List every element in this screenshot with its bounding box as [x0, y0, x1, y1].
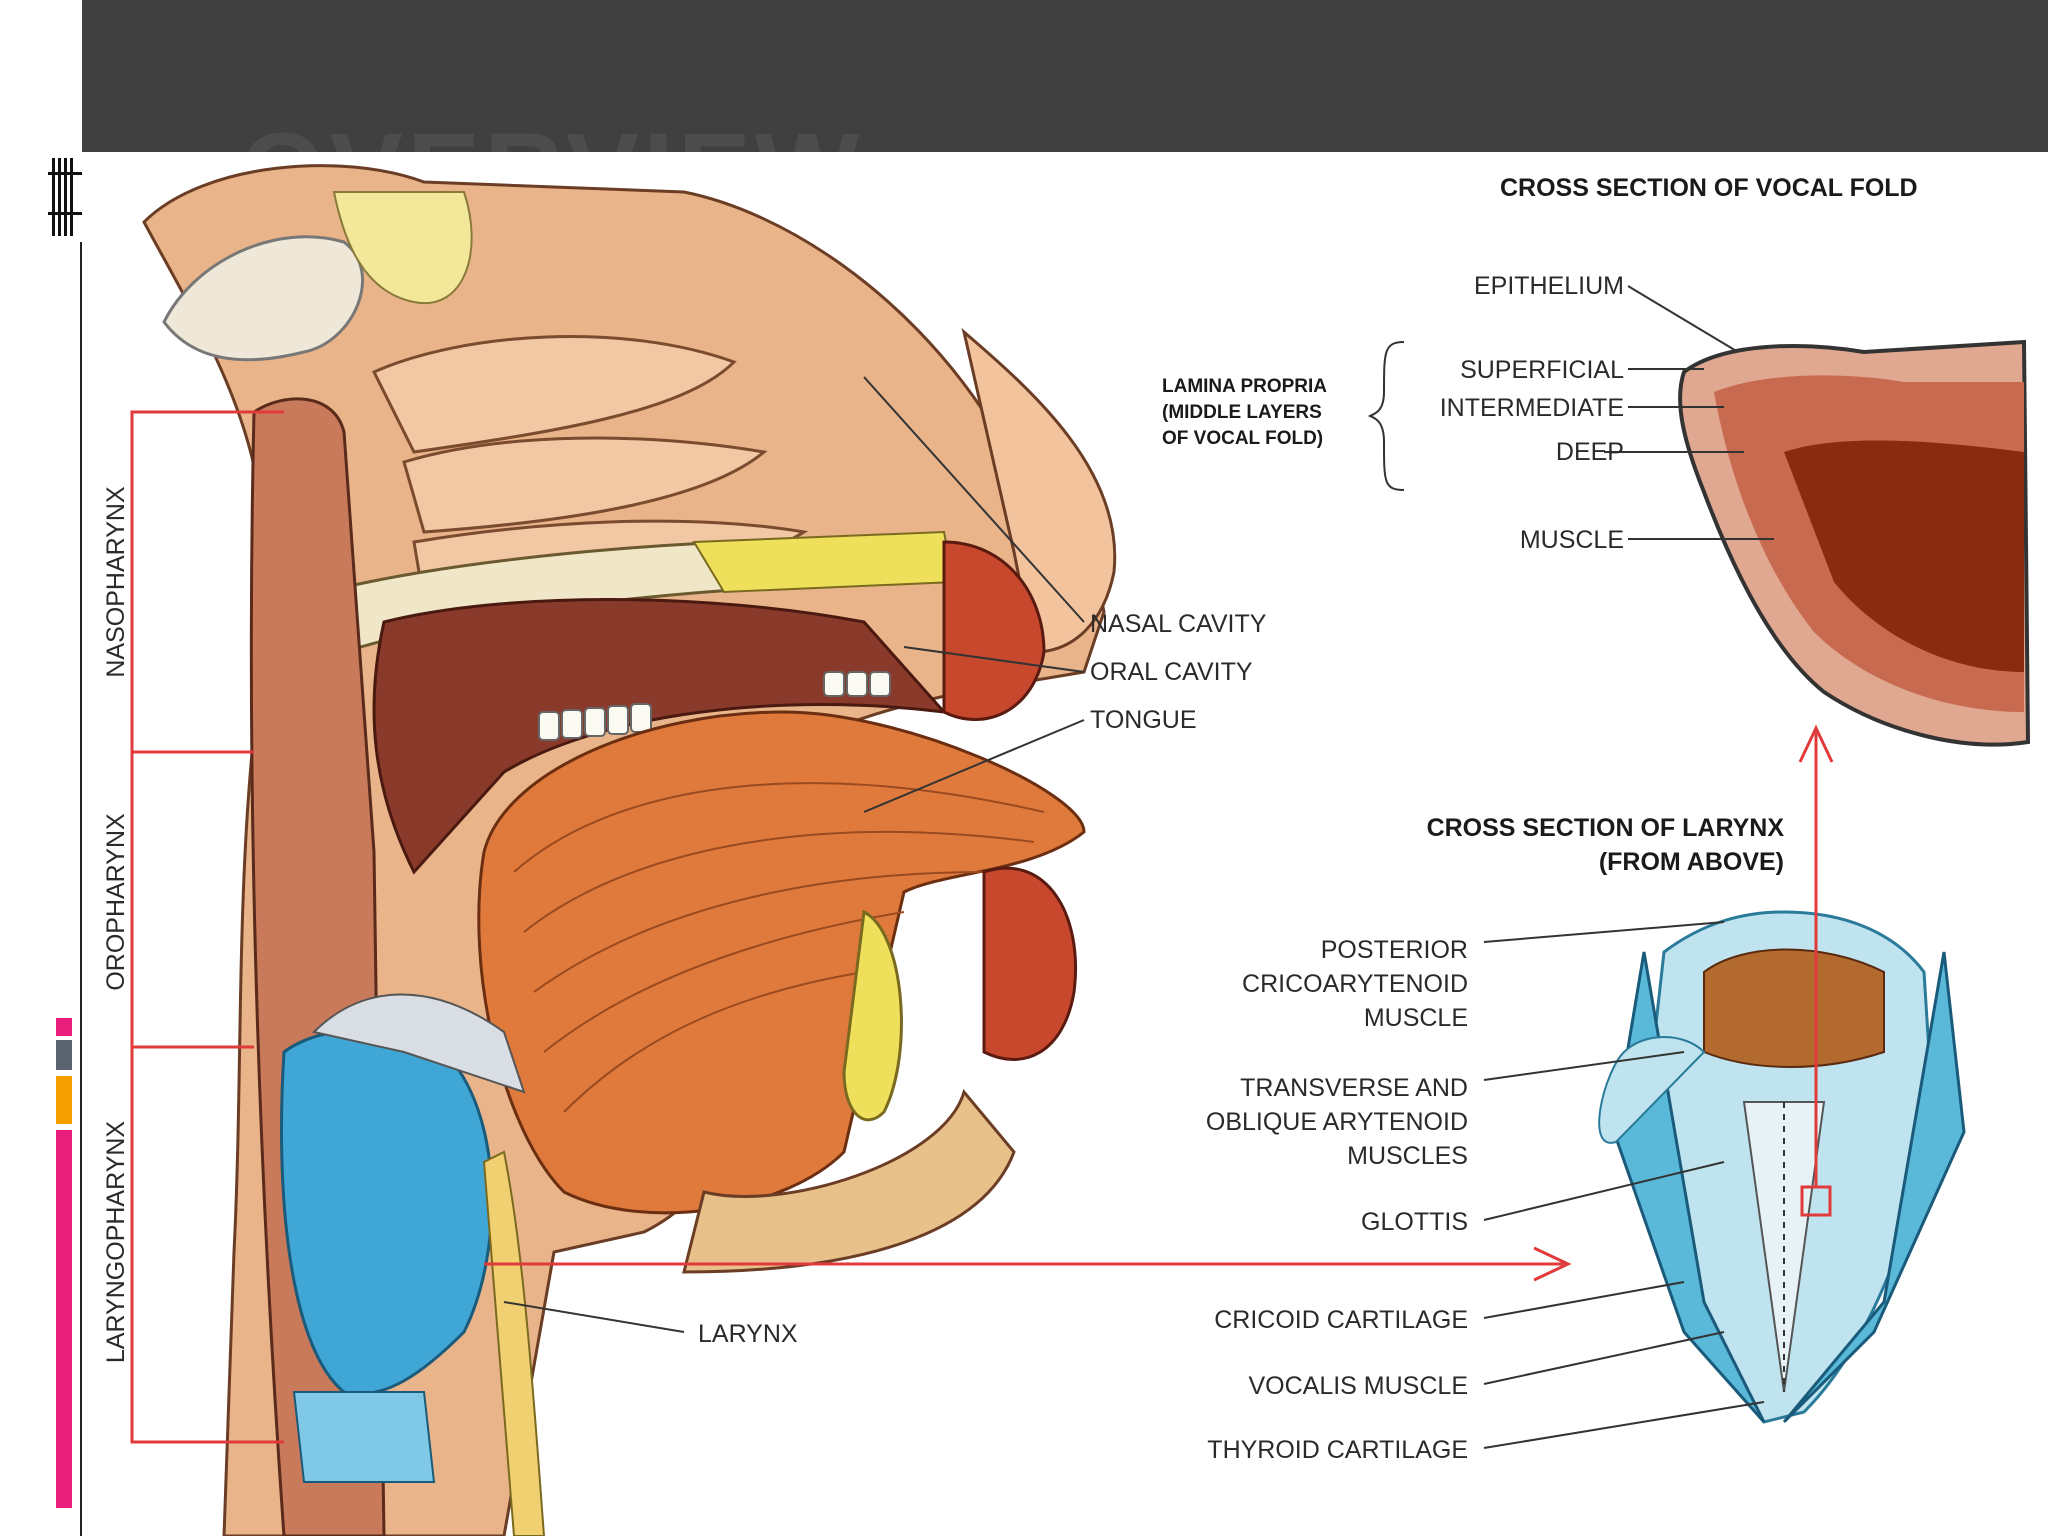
larynx-section-leaders — [1483, 921, 1765, 1449]
decorative-stripes-icon — [48, 152, 82, 242]
larynx-section-illustration — [1598, 910, 1966, 1424]
label-lamina-propria-1: LAMINA PROPRIA — [1162, 376, 1327, 397]
label-lamina-propria-3: OF VOCAL FOLD) — [1162, 428, 1323, 449]
vocal-fold-leaders — [1367, 285, 1774, 540]
label-larynx: LARYNX — [698, 1320, 798, 1348]
label-oropharynx: OROPHARYNX — [102, 813, 130, 991]
label-superficial: SUPERFICIAL — [1460, 356, 1624, 384]
label-laryngopharynx: LARYNGOPHARYNX — [102, 1121, 130, 1364]
left-border-line — [80, 152, 82, 1536]
label-posterior-1: POSTERIOR — [1321, 936, 1468, 964]
accent-bar-gray — [56, 1040, 72, 1070]
vocal-fold-title: CROSS SECTION OF VOCAL FOLD — [1500, 174, 1918, 202]
label-tongue: TONGUE — [1090, 706, 1197, 734]
label-transverse-1: TRANSVERSE AND — [1240, 1074, 1468, 1102]
label-transverse-3: MUSCLES — [1347, 1142, 1468, 1170]
vocal-fold-illustration — [1678, 339, 2031, 747]
arrow-larynx-to-section — [484, 1246, 1572, 1282]
accent-bar-pink-small — [56, 1018, 72, 1036]
label-nasopharynx: NASOPHARYNX — [102, 486, 130, 678]
label-lamina-propria-2: (MIDDLE LAYERS — [1162, 402, 1322, 423]
label-posterior-3: MUSCLE — [1364, 1004, 1468, 1032]
arrow-section-to-vocal-fold — [1798, 724, 1834, 1187]
accent-bar-pink — [56, 1130, 72, 1508]
larynx-section-title-1: CROSS SECTION OF LARYNX — [1427, 814, 1785, 842]
label-oral-cavity: ORAL CAVITY — [1090, 658, 1253, 686]
head-leader-lines — [503, 376, 1085, 1333]
label-vocalis-muscle: VOCALIS MUSCLE — [1248, 1372, 1468, 1400]
label-epithelium: EPITHELIUM — [1474, 272, 1624, 300]
label-posterior-2: CRICOARYTENOID — [1242, 970, 1468, 998]
label-deep: DEEP — [1556, 438, 1624, 466]
label-thyroid-cartilage: THYROID CARTILAGE — [1207, 1436, 1468, 1464]
accent-bar-orange — [56, 1076, 72, 1124]
label-intermediate: INTERMEDIATE — [1440, 394, 1624, 422]
label-muscle: MUSCLE — [1520, 526, 1624, 554]
label-cricoid-cartilage: CRICOID CARTILAGE — [1214, 1306, 1468, 1334]
pharynx-bracket — [130, 410, 284, 1444]
head-section-illustration — [142, 164, 1117, 1536]
label-transverse-2: OBLIQUE ARYTENOID — [1206, 1108, 1468, 1136]
header-bar — [82, 0, 2048, 152]
anatomy-diagram: NASOPHARYNX OROPHARYNX LARYNGOPHARYNX NA… — [84, 152, 2048, 1536]
label-nasal-cavity: NASAL CAVITY — [1090, 610, 1267, 638]
label-glottis: GLOTTIS — [1361, 1208, 1468, 1236]
larynx-section-title-2: (FROM ABOVE) — [1599, 848, 1784, 876]
